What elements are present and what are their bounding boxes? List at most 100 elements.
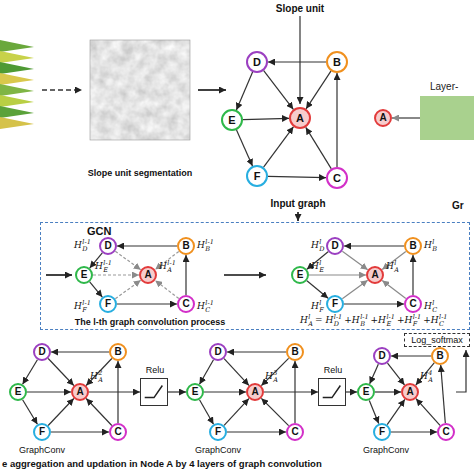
math-base: H [311,261,319,271]
graph-node: C [109,423,127,441]
graph-edge [375,391,401,392]
graph-node: A [366,266,384,284]
graph-edge [344,303,404,304]
graph-edge [117,303,177,304]
math-label: HlE [311,259,324,274]
graph-edge [392,117,420,119]
node-label: F [105,299,111,309]
graph-edge [48,399,74,426]
texture-border [90,40,190,140]
node-label: B [291,347,298,357]
math-sub: B [432,246,437,253]
node-label: C [409,299,416,309]
node-label: F [379,427,385,437]
node-label: D [253,57,261,68]
math-sup: l [432,239,437,246]
node-label: A [251,387,258,397]
graph-edge [86,359,112,386]
node-label: D [331,241,338,251]
math-sub: A [273,377,278,384]
graph-edge [200,360,214,384]
graph-node: A [401,383,419,401]
math-sub: C [432,307,437,314]
graph-edge [268,176,326,177]
graph-edge [185,255,186,295]
math-sup: 3 [273,370,278,377]
graph-node: B [326,51,348,73]
math-base: H [74,240,82,250]
math-sub: A [167,267,175,274]
graph-edge [344,245,404,246]
graph-edge [23,360,38,385]
math-base: +H [371,315,386,325]
math-sup: l-1 [205,239,213,246]
graph-edge [307,281,328,299]
caption-label: Slope unit [250,3,350,15]
node-label: F [215,427,221,437]
graph-edge [342,251,367,269]
math-sup: l-1 [360,314,368,321]
graph-edge [264,391,318,392]
graph-node: F [99,295,117,313]
graph-edge [51,431,109,432]
math-label: Hl-1C [197,299,214,314]
graph-node: E [9,383,27,401]
math-label: HlD [311,238,325,253]
node-label: D [104,241,111,251]
graph-node: E [221,109,243,131]
math-sup: l [319,260,324,267]
math-sup: l-1 [205,300,213,307]
node-label: F [254,171,261,182]
graph-edge [51,351,109,352]
graph-edge [261,358,288,385]
graph-edge [155,281,179,299]
math-base: H [424,301,432,311]
graph-node: A [71,383,89,401]
graph-node: B [177,237,195,255]
layer-slab [0,84,34,96]
math-sup: l [432,300,437,307]
math-sup: l-1 [386,314,394,321]
graph-edge [236,72,252,110]
math-label: Hl-1A [159,259,176,274]
math-base: = H [315,315,333,325]
caption-label: Input graph [248,198,348,210]
math-base: H [95,261,103,271]
graph-node: F [33,423,51,441]
graph-edge [224,399,249,426]
math-sup: l [394,260,399,267]
math-base: H [420,371,428,381]
math-base: H [311,301,319,311]
math-label: H3A [265,369,278,384]
node-label: D [38,347,45,357]
slope-unit-texture [90,40,190,140]
node-label: B [409,241,416,251]
graph-edge [412,255,413,295]
graph-edge [382,281,406,299]
layer-slab [0,95,34,107]
caption-label: Gr [452,200,474,212]
graph-node: E [186,383,204,401]
graph-node: D [209,343,227,361]
math-sub: F [319,307,324,314]
caption-label: Slope unit segmentation [75,167,205,179]
math-sup: l [319,239,324,246]
layer-slab [0,40,34,52]
graph-edge [237,130,253,166]
node-label: E [228,115,235,126]
graph-node: D [326,237,344,255]
graph-edge [388,363,405,385]
math-sup: l-1 [103,260,111,267]
math-base: H [386,261,394,271]
graph-edge [264,71,294,110]
flow-arrow [198,89,226,91]
math-sup: l-1 [82,300,90,307]
math-sup: l-1 [439,314,447,321]
math-base: H [197,301,205,311]
gcn-panel: GCNDBEAFCDBEAFC [40,222,470,330]
math-sub: C [439,321,447,328]
graph-node: A [289,107,311,129]
layer-slab [0,62,34,74]
leader-arrow [299,16,300,104]
graph-node: B [286,343,304,361]
